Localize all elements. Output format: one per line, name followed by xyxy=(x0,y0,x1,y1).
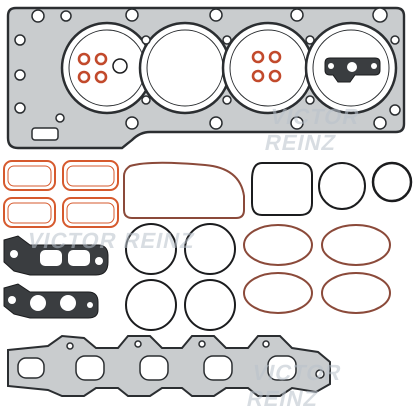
cylinder-head-gasket xyxy=(6,6,406,150)
bore-2 xyxy=(138,21,232,115)
valve-stem-seals xyxy=(77,50,282,84)
bore-3 xyxy=(221,21,315,115)
gasket-holes xyxy=(14,7,401,141)
watermark-logo: VICTOR REINZ xyxy=(25,228,198,253)
gasket-set-drawing xyxy=(3,6,413,397)
thermostat-gasket xyxy=(324,57,381,83)
bore-4-ring xyxy=(312,29,390,107)
o-rings-black xyxy=(125,223,236,331)
ellipse-gaskets xyxy=(243,224,391,314)
flange-gasket-2 xyxy=(3,283,99,319)
o-ring-large-2 xyxy=(371,161,413,203)
o-ring-large-1 xyxy=(318,162,366,210)
small-o-ring xyxy=(112,58,128,74)
flange-gasket-1 xyxy=(3,235,109,276)
watermark-logo: VICTOR REINZ xyxy=(244,360,345,411)
square-gasket xyxy=(251,162,313,216)
gasket-set-photo: VICTOR REINZ VICTOR REINZ VICTOR REINZ xyxy=(3,6,413,411)
exhaust-manifold-gasket xyxy=(7,334,331,397)
cover-gasket xyxy=(123,161,245,219)
watermark-logo: VICTOR REINZ xyxy=(262,104,363,155)
bore-1 xyxy=(60,21,154,115)
intake-port-gaskets xyxy=(3,160,119,228)
